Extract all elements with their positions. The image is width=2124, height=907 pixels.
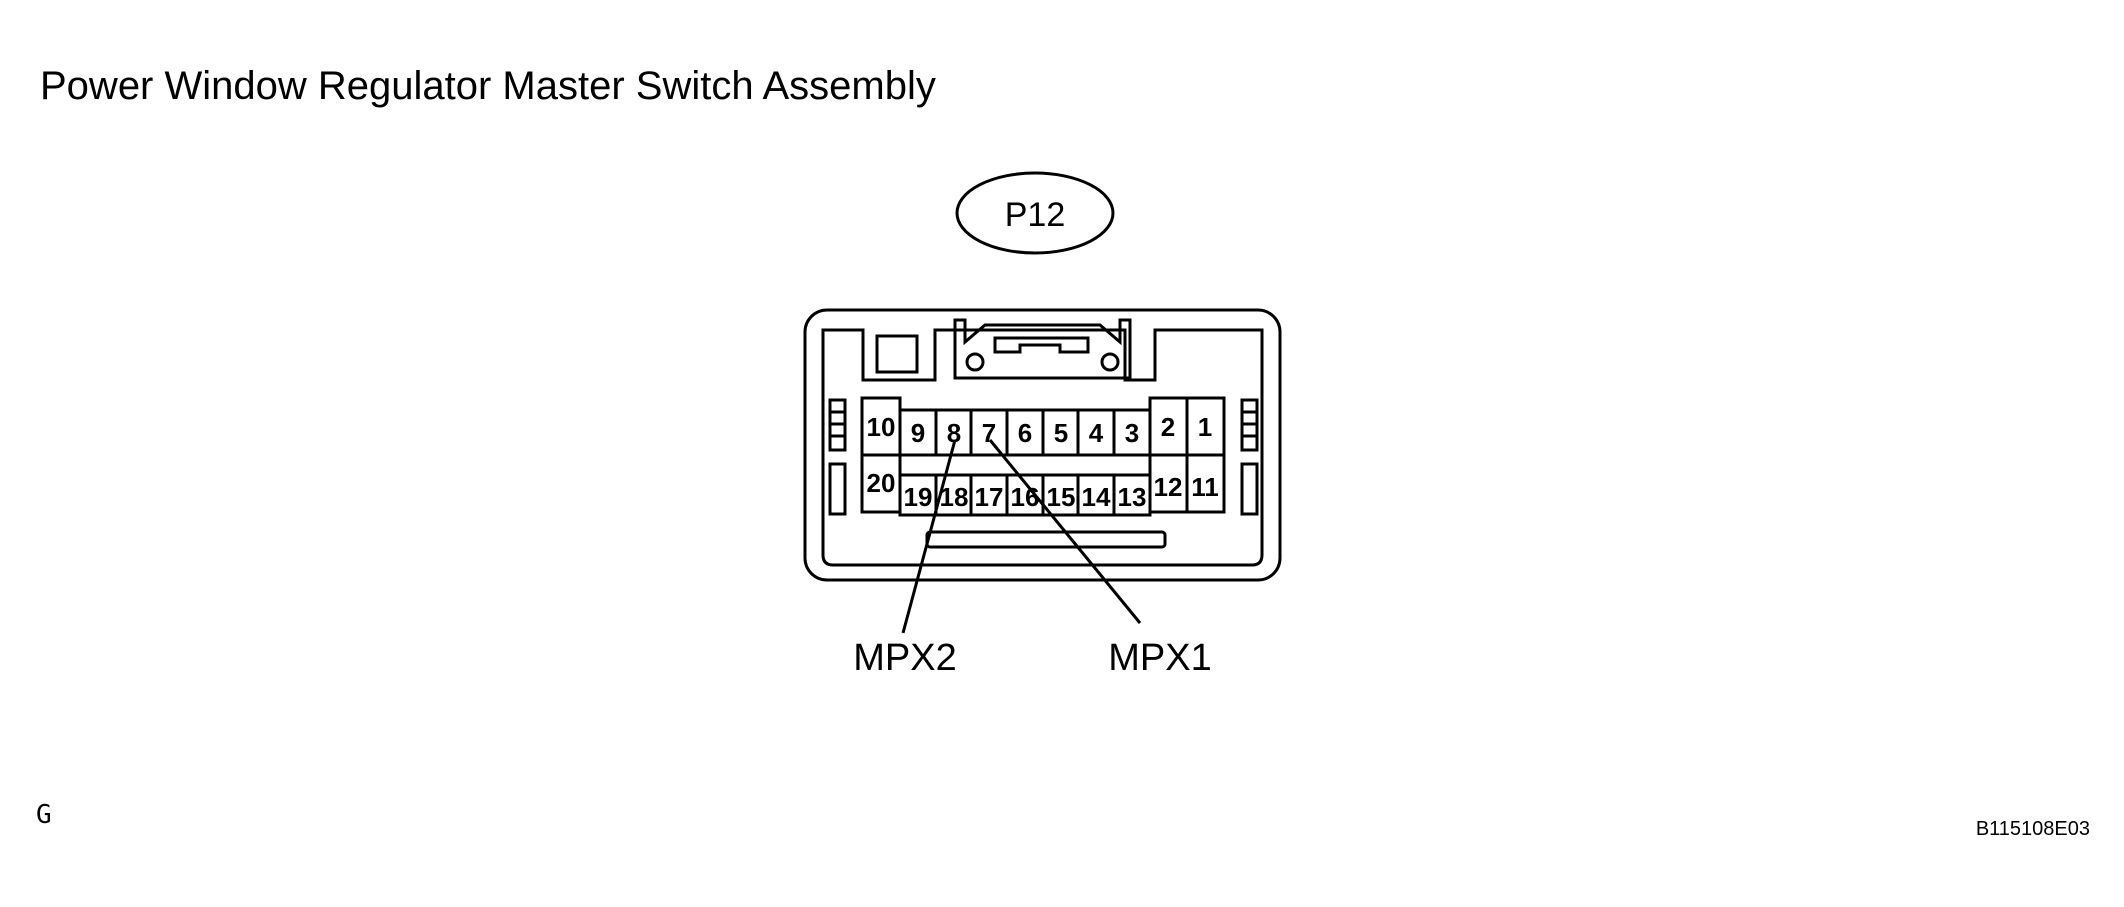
pin-16: 16 [1011,482,1040,512]
pin-2: 2 [1161,412,1175,442]
pin-6: 6 [1018,418,1032,448]
pin-17: 17 [975,482,1004,512]
pin-5: 5 [1054,418,1068,448]
corner-mark: G [36,800,52,830]
mpx2-label: MPX2 [853,637,956,679]
pin-19: 19 [904,482,933,512]
figure-id: B115108E03 [1975,818,2090,840]
pin-15: 15 [1047,482,1076,512]
key-square [875,334,919,374]
bottom-slot [925,530,1167,549]
pin-18: 18 [940,482,969,512]
connector-housing-outer [803,308,1282,582]
pin-7: 7 [982,418,996,448]
locking-latch [953,318,1132,380]
connector-code-ellipse [955,171,1115,255]
pin-3: 3 [1125,418,1139,448]
pin-8: 8 [947,418,961,448]
pin-13: 13 [1118,482,1147,512]
pin-1: 1 [1198,412,1212,442]
connector-housing-inner [821,328,1264,567]
connector-code: P12 [1005,196,1066,234]
pin-10: 10 [867,412,896,442]
pin-14: 14 [1082,482,1111,512]
mpx1-leader-line [988,439,1142,624]
pin-11: 11 [1191,472,1219,502]
mpx2-leader-line [901,439,957,634]
pin-12: 12 [1154,472,1183,502]
pin-4: 4 [1089,418,1104,448]
mpx1-label: MPX1 [1108,637,1211,679]
pin-9: 9 [911,418,925,448]
diagram-title: Power Window Regulator Master Switch Ass… [40,64,936,108]
pin-20: 20 [867,468,896,498]
